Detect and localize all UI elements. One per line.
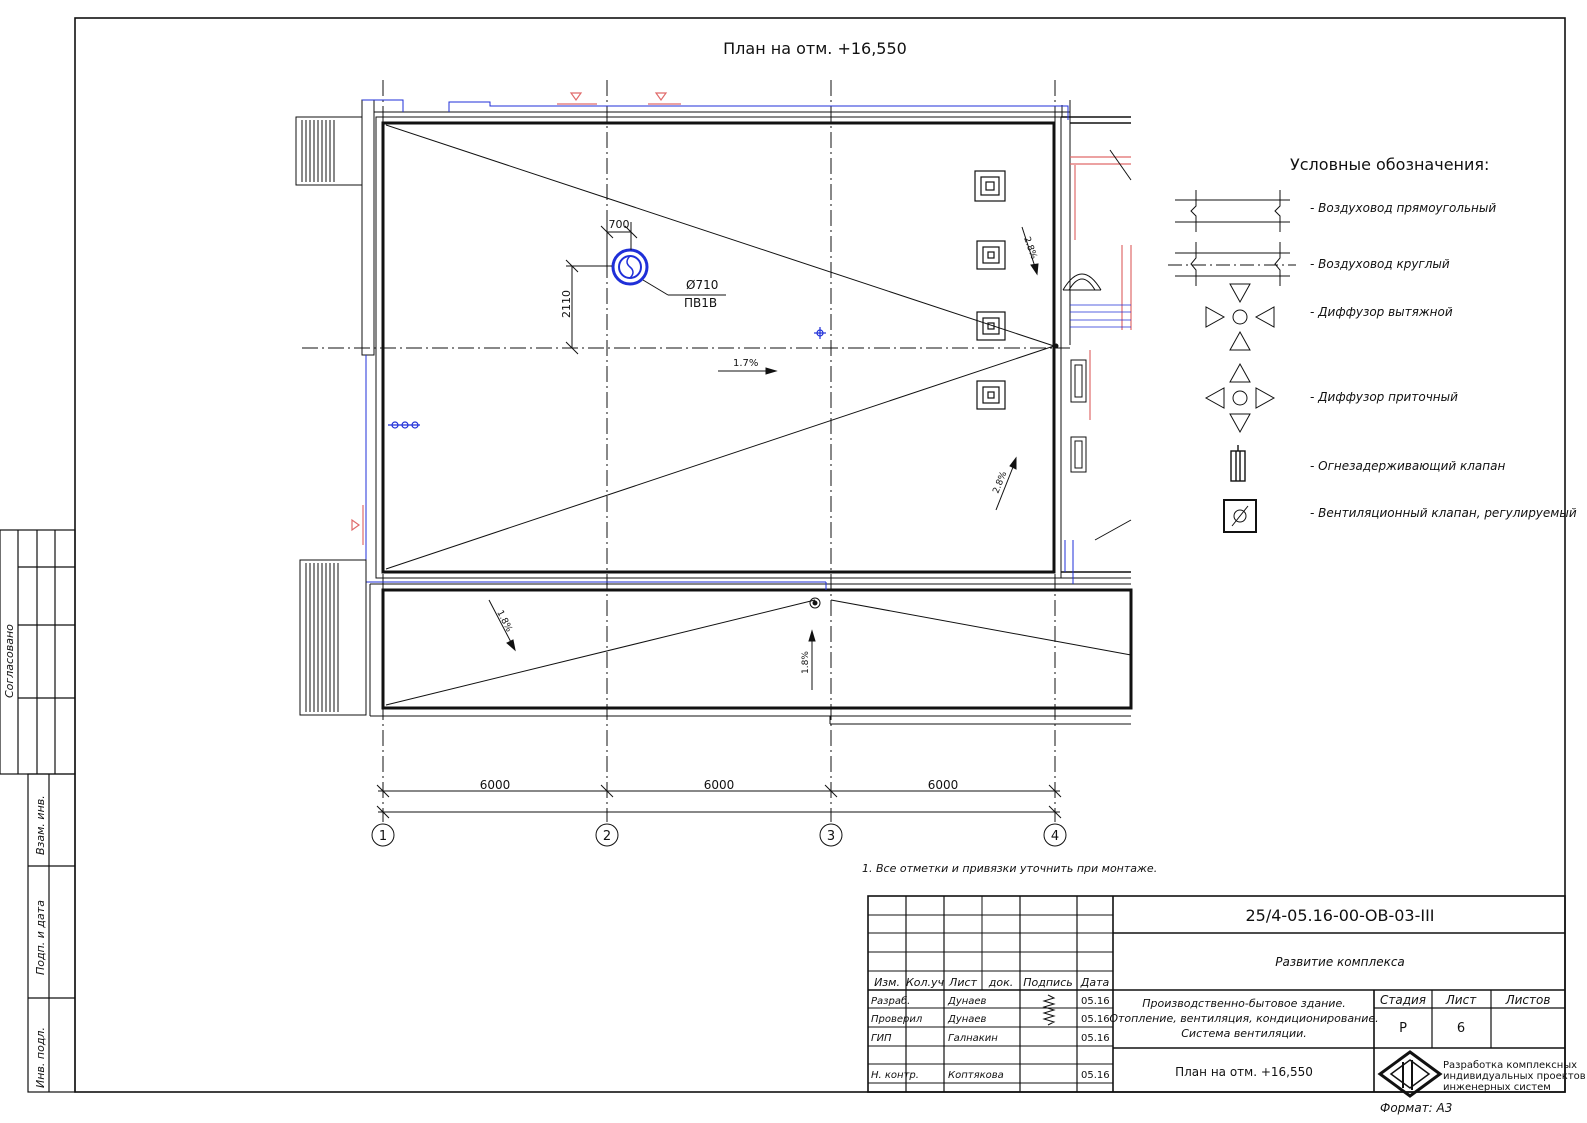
- format-label: Формат: А3: [1380, 1101, 1452, 1115]
- name-2: Дунаев: [947, 1014, 987, 1025]
- round-duct-icon: [1168, 242, 1296, 286]
- signature-scribble: [1042, 994, 1056, 1026]
- name-3: Галнакин: [948, 1033, 998, 1044]
- role-2: Проверил: [871, 1014, 923, 1025]
- company-logo: [1377, 1050, 1443, 1098]
- name-4: Коптякова: [948, 1070, 1004, 1081]
- date-2: 05.16: [1081, 1014, 1110, 1025]
- date-1: 05.16: [1081, 996, 1110, 1007]
- span-dimension-line: [376, 784, 1062, 819]
- slope-5: 1.8%: [801, 651, 811, 674]
- stage-value: Р: [1399, 1021, 1407, 1036]
- slope-1: 1.7%: [733, 358, 758, 369]
- company-line-1: Разработка комплексных: [1443, 1060, 1577, 1071]
- building-outline: [361, 99, 1133, 725]
- axis-label-2: 2: [603, 829, 611, 844]
- hdr-doc: док.: [988, 976, 1013, 989]
- roof-diffuser-2: [976, 240, 1006, 270]
- right-duct-bundle: [1070, 304, 1131, 328]
- grid-axes: [302, 80, 1070, 822]
- sheet-title: План на отм. +16,550: [1175, 1065, 1313, 1079]
- side-stamp-sign-date: Подп. и дата: [34, 900, 47, 975]
- blue-parapet: [362, 99, 1074, 590]
- project-name: Развитие комплекса: [1275, 955, 1405, 969]
- side-stamp: [0, 529, 76, 1093]
- roof-diffuser-1: [974, 170, 1006, 202]
- roof-diffuser-4: [976, 380, 1006, 410]
- stair-left-bottom: [299, 559, 367, 716]
- object-line-3: Система вентиляции.: [1181, 1027, 1307, 1040]
- legend-label-5: - Огнезадерживающий клапан: [1310, 459, 1505, 473]
- role-4: Н. контр.: [871, 1070, 919, 1081]
- object-line-2: Отопление, вентиляция, кондиционирование…: [1109, 1012, 1378, 1025]
- side-stamp-agreed: Согласовано: [3, 624, 16, 698]
- legend-title: Условные обозначения:: [1290, 155, 1489, 174]
- slope-4: 1.8%: [494, 609, 513, 634]
- span-2: 6000: [704, 778, 735, 792]
- damper-icon: [1223, 499, 1257, 533]
- hdr-date: Дата: [1080, 976, 1110, 989]
- date-4: 05.16: [1081, 1070, 1110, 1081]
- sheet-label: Лист: [1445, 993, 1477, 1007]
- axis-label-3: 3: [827, 829, 835, 844]
- red-marks: [351, 92, 1132, 545]
- date-3: 05.16: [1081, 1033, 1110, 1044]
- general-note: 1. Все отметки и привязки уточнить при м…: [862, 862, 1157, 875]
- side-stamp-inv-podl: Инв. подл.: [34, 1027, 47, 1088]
- roof-slope-lines: [385, 124, 1055, 706]
- shaft-diameter: Ø710: [686, 278, 718, 292]
- company-line-2: индивидуальных проектов: [1443, 1071, 1586, 1082]
- dim-offset-y: 2110: [560, 290, 573, 318]
- company-line-3: инженерных систем: [1443, 1082, 1551, 1093]
- round-shaft-icon: [611, 248, 726, 296]
- slope-2: 2.8%: [1021, 236, 1038, 261]
- object-line-1: Производственно-бытовое здание.: [1142, 997, 1345, 1010]
- name-1: Дунаев: [947, 996, 987, 1007]
- hdr-sign: Подпись: [1023, 976, 1072, 989]
- legend-label-1: - Воздуховод прямоугольный: [1310, 201, 1496, 215]
- shaft-system: ПВ1В: [684, 296, 717, 310]
- hdr-izm: Изм.: [874, 976, 900, 989]
- dim-offset-x: 700: [609, 218, 630, 231]
- axis-label-1: 1: [379, 829, 387, 844]
- plan-title: План на отм. +16,550: [723, 39, 907, 58]
- rect-duct-icon: [1175, 190, 1290, 232]
- shaft-dimensions: [565, 222, 638, 355]
- sheets-label: Листов: [1505, 993, 1551, 1007]
- supply-diffuser-icon: [1204, 362, 1276, 434]
- axis-bubble-2: 2: [595, 823, 619, 847]
- roof-diffuser-3: [976, 311, 1006, 341]
- slope-arrows: [488, 226, 1039, 690]
- axis-bubble-4: 4: [1043, 823, 1067, 847]
- exhaust-diffuser-icon: [1205, 283, 1275, 351]
- hdr-kol: Кол.уч: [906, 976, 945, 989]
- legend-label-3: - Диффузор вытяжной: [1310, 305, 1453, 319]
- title-block-grid: [867, 895, 1566, 1093]
- outer-frame: [74, 17, 1566, 1093]
- legend-label-2: - Воздуховод круглый: [1310, 257, 1450, 271]
- right-equipment: [830, 149, 1132, 656]
- side-stamp-inv-vzam: Взам. инв.: [34, 795, 47, 855]
- legend-label-4: - Диффузор приточный: [1310, 390, 1458, 404]
- doc-code: 25/4-05.16-00-ОВ-03-III: [1245, 906, 1434, 925]
- span-3: 6000: [928, 778, 959, 792]
- role-3: ГИП: [871, 1033, 892, 1044]
- axis-label-4: 4: [1051, 829, 1059, 844]
- stage-label: Стадия: [1380, 993, 1426, 1007]
- hdr-list: Лист: [948, 976, 977, 989]
- stair-left-top: [295, 116, 363, 186]
- roof-drain: [809, 343, 1059, 609]
- axis-bubble-1: 1: [371, 823, 395, 847]
- fire-damper-icon: [1230, 445, 1246, 482]
- sheet-value: 6: [1457, 1021, 1465, 1036]
- blue-markers: [388, 327, 826, 429]
- axis-bubble-3: 3: [819, 823, 843, 847]
- role-1: Разраб.: [871, 995, 910, 1007]
- legend-label-6: - Вентиляционный клапан, регулируемый: [1310, 506, 1577, 520]
- span-1: 6000: [480, 778, 511, 792]
